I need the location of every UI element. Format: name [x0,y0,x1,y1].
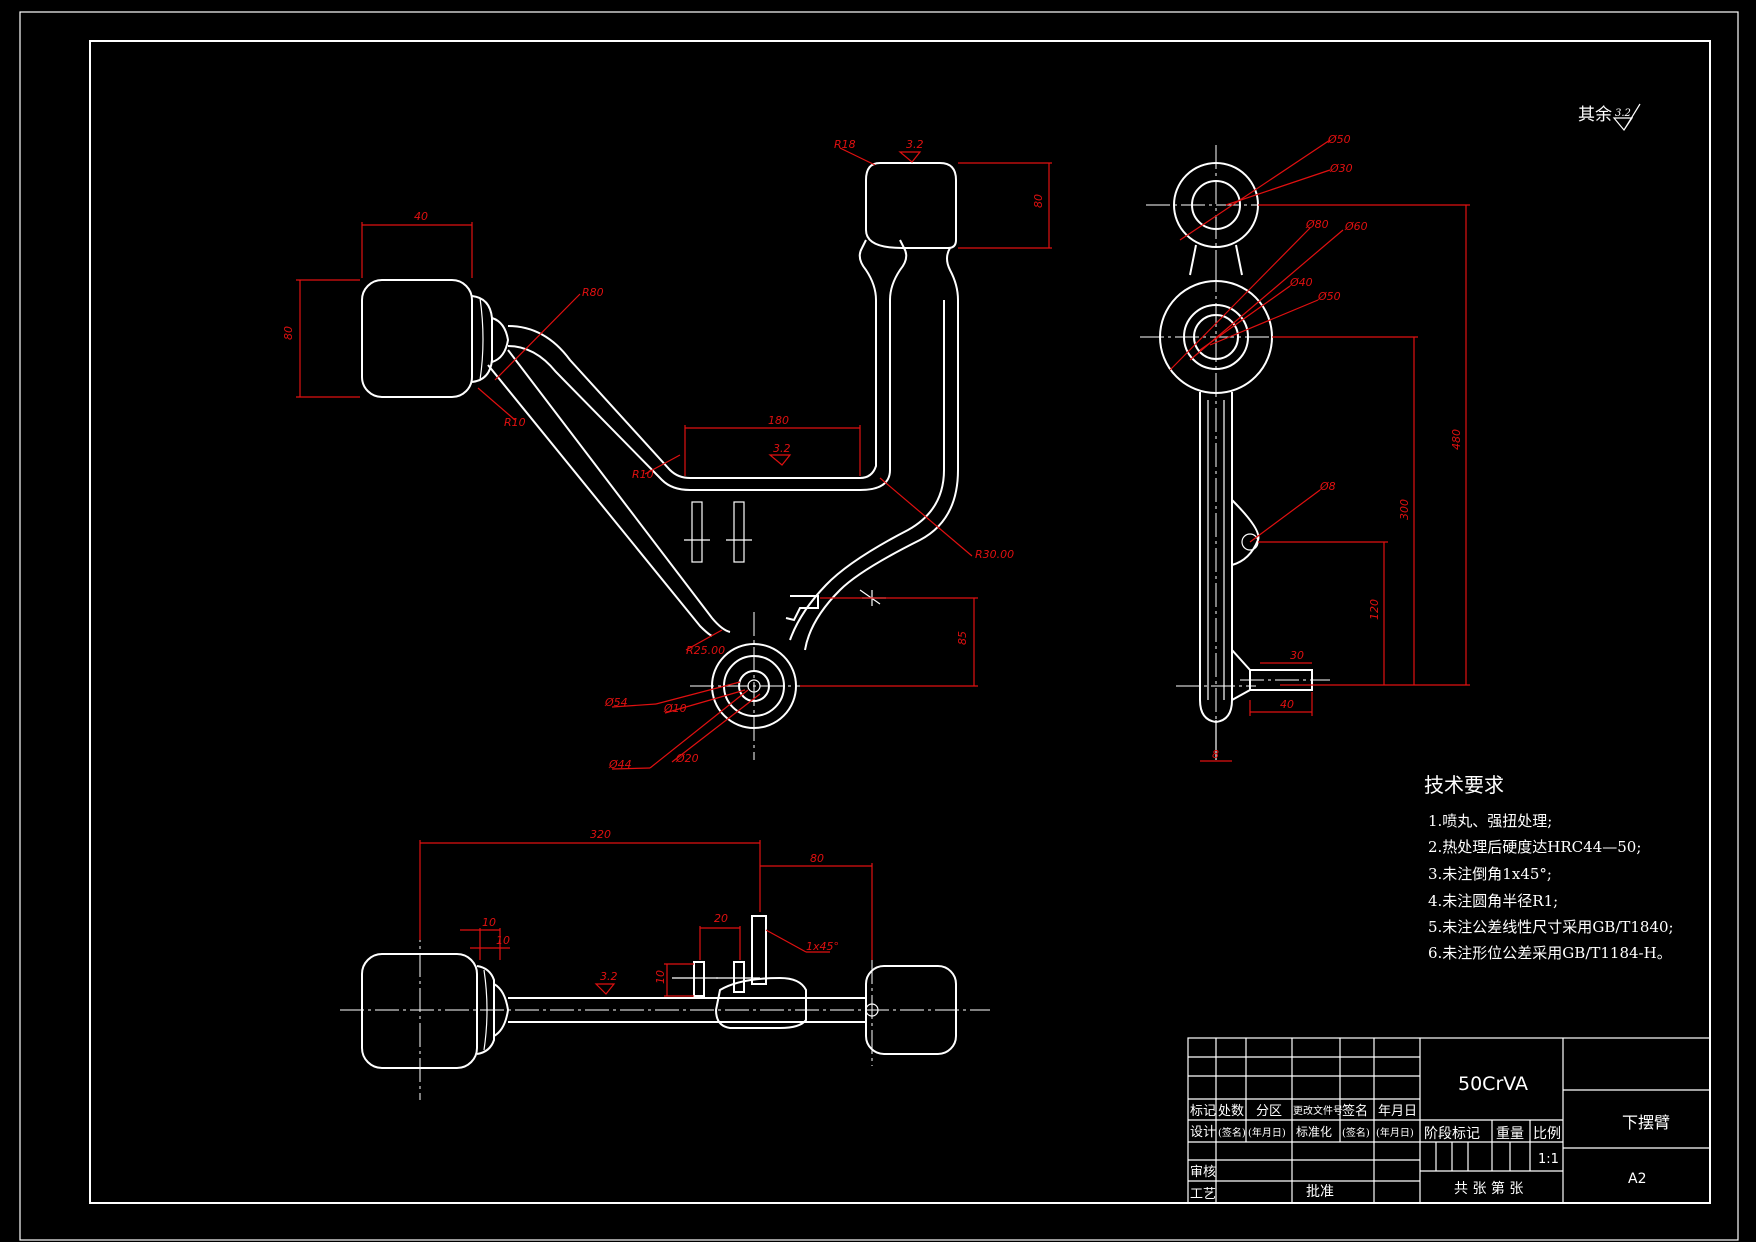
frame-border [89,40,1711,1204]
dim-d40: Ø40 [1289,276,1313,289]
rough-mid: 3.2 [773,442,791,455]
dim-d10: Ø10 [663,702,687,715]
dim-d54: Ø54 [604,696,628,709]
row1-cell: 分区 [1256,1104,1282,1119]
roughness-note: 其余 [1578,105,1612,125]
dim-10a: 10 [482,916,496,929]
dim-480: 480 [1450,429,1463,450]
tech-item: 2.热处理后硬度达HRC44—50; [1428,838,1641,856]
tech-item: 4.未注圆角半径R1; [1428,892,1558,910]
tech-title: 技术要求 [1424,773,1504,797]
material: 50CrVA [1458,1073,1528,1095]
row2-cell: 标准化 [1296,1125,1332,1139]
dim-120: 120 [1368,599,1381,620]
left-bushing-collar [471,295,493,383]
tech-requirements: 技术要求 1.喷丸、强扭处理; 2.热处理后硬度达HRC44—50; 3.未注倒… [1424,773,1674,962]
stage-label: 阶段标记 [1424,1126,1480,1142]
dim-r10-mid: R10 [632,468,654,481]
sheets-label: 共 张 第 张 [1454,1180,1523,1197]
dim-d60: Ø60 [1344,220,1368,233]
tech-item: 1.喷丸、强扭处理; [1428,812,1552,830]
dim-300: 300 [1398,499,1411,520]
row1-cell: 处数 [1218,1104,1244,1119]
dim-20: 20 [714,912,728,925]
left-bushing [361,279,473,398]
dim-d50b: Ø50 [1317,290,1341,303]
dim-40-side: 40 [1280,698,1294,711]
rough-top: 3.2 [906,138,924,151]
rough-top-view: 3.2 [600,970,618,983]
row1-cell: 标记 [1190,1104,1216,1119]
dim-r80: R80 [582,286,604,299]
dim-r10-left: R10 [504,416,526,429]
row1-cell: 年月日 [1378,1104,1417,1119]
dim-320: 320 [590,828,611,841]
roughness-value: 3.2 [1615,108,1631,119]
lower-arm [507,349,731,633]
dim-10-h: 10 [654,970,667,984]
dim-d8: Ø8 [1319,480,1336,493]
scale-label: 比例 [1533,1126,1561,1142]
dim-85: 85 [956,631,969,645]
dim-30: 30 [1290,649,1304,662]
approve-label: 批准 [1306,1184,1334,1200]
tech-item: 5.未注公差线性尺寸采用GB/T1840; [1428,918,1674,936]
top-view: 320 80 10 10 20 10 3.2 1x45° [340,828,990,1100]
sheet-border [19,11,1739,1241]
tech-item: 6.未注形位公差采用GB/T1184-H。 [1428,944,1672,962]
front-view: 40 80 R80 R10 R18 3.2 80 180 3.2 R10 R30… [282,138,1052,771]
dim-40: 40 [414,210,428,223]
dim-d50: Ø50 [1327,133,1351,146]
side-view: Ø50 Ø30 Ø80 Ø60 Ø40 Ø50 Ø8 480 300 120 3… [1140,133,1470,762]
tech-item: 3.未注倒角1x45°; [1428,865,1552,883]
row2-cell: (年月日) [1376,1126,1414,1139]
row2-cell: (签名) [1218,1126,1246,1139]
dim-d30: Ø30 [1329,162,1353,175]
dim-8: 8 [1212,748,1219,761]
title-block: 50CrVA 下摆臂 A2 标记 处数 分区 更改文件号 签名 年月日 设计 (… [1187,1037,1711,1204]
scale-value: 1:1 [1538,1152,1559,1167]
top-pad [865,162,957,249]
part-name: 下摆臂 [1622,1113,1670,1132]
upper-arm [507,239,877,479]
dim-d20: Ø20 [675,752,699,765]
row1-cell: 签名 [1342,1103,1368,1119]
dim-chamfer: 1x45° [806,940,839,953]
sheet-size: A2 [1628,1171,1646,1187]
review-label: 审核 [1190,1165,1216,1180]
dim-r30: R30.00 [975,548,1014,561]
dim-80-left: 80 [282,326,295,340]
dim-80-right: 80 [1032,194,1045,208]
dim-d44: Ø44 [608,758,632,771]
dim-d80: Ø80 [1305,218,1329,231]
process-label: 工艺 [1190,1187,1216,1202]
right-arm [859,239,908,491]
row1-cell: 更改文件号 [1293,1104,1343,1117]
dim-r18: R18 [834,138,856,151]
row2-cell: 设计 [1190,1125,1216,1140]
row2-cell: (签名) [1342,1126,1370,1139]
dim-r25: R25.00 [686,644,725,657]
row2-cell: (年月日) [1248,1126,1286,1139]
dim-180: 180 [768,414,789,427]
dim-80-top: 80 [810,852,824,865]
dim-10b: 10 [496,934,510,947]
weight-label: 重量 [1496,1126,1524,1142]
